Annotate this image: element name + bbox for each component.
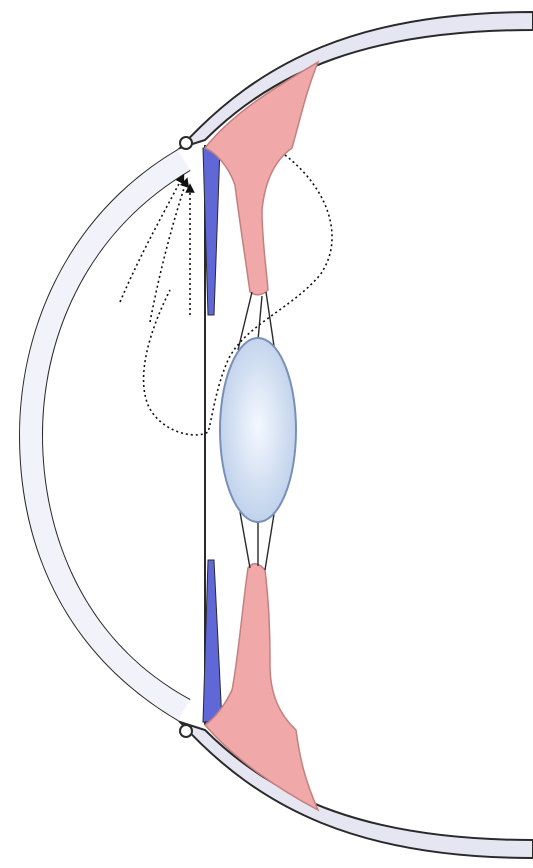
lens bbox=[220, 338, 296, 522]
cornea-inner bbox=[42, 170, 190, 700]
schlemm-canal-bottom-icon bbox=[180, 725, 192, 737]
cornea-fill bbox=[20, 150, 190, 720]
iris-bottom bbox=[205, 564, 318, 810]
schlemm-canal-top-icon bbox=[180, 137, 192, 149]
iris-top bbox=[205, 62, 318, 295]
